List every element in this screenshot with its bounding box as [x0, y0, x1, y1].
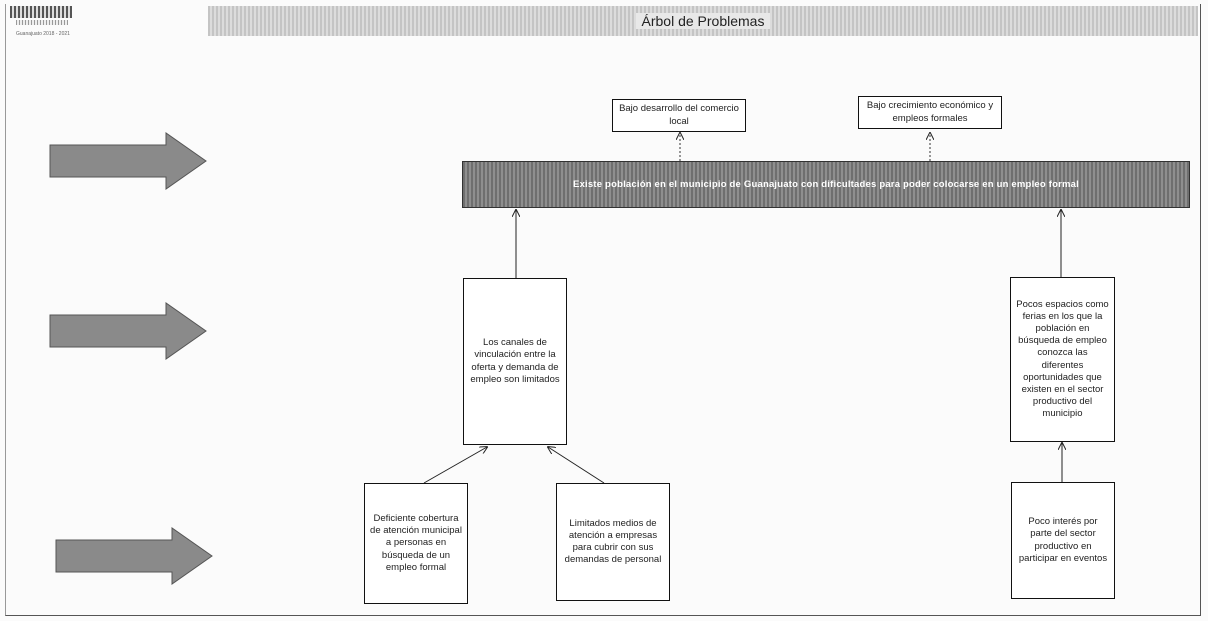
central-problem-text: Existe población en el municipio de Guan…: [573, 179, 1079, 190]
effect-text-2: Bajo crecimiento económico y empleos for…: [866, 100, 994, 124]
logo-mark: [10, 6, 72, 18]
title-bar: Árbol de Problemas: [208, 6, 1198, 36]
connector-root-1-cause-1: [423, 447, 487, 484]
central-problem-bar: Existe población en el municipio de Guan…: [462, 161, 1190, 208]
root-cause-text-1: Deficiente cobertura de atención municip…: [370, 513, 462, 573]
root-cause-text-3: Poco interés por parte del sector produc…: [1018, 516, 1108, 564]
level-arrow-root-causes-icon: [55, 527, 213, 585]
page-frame: [5, 4, 1201, 616]
root-cause-box-2: Limitados medios de atención a empresas …: [556, 483, 670, 601]
logo-caption: Guanajuato 2018 - 2021: [16, 31, 70, 37]
cause-text-2: Pocos espacios como ferias en los que la…: [1016, 298, 1109, 420]
effect-box-2: Bajo crecimiento económico y empleos for…: [858, 96, 1002, 129]
root-cause-box-1: Deficiente cobertura de atención municip…: [364, 483, 468, 604]
level-arrow-effects-icon: [49, 132, 207, 190]
page-title: Árbol de Problemas: [635, 13, 771, 29]
logo-subtext: [16, 20, 68, 25]
effect-text-1: Bajo desarrollo del comercio local: [619, 103, 739, 127]
logo: Guanajuato 2018 - 2021: [10, 6, 72, 40]
effect-box-1: Bajo desarrollo del comercio local: [612, 99, 746, 132]
level-arrow-causes-icon: [49, 302, 207, 360]
cause-box-1: Los canales de vinculación entre la ofer…: [463, 278, 567, 445]
root-cause-box-3: Poco interés por parte del sector produc…: [1011, 482, 1115, 599]
root-cause-text-2: Limitados medios de atención a empresas …: [564, 517, 662, 566]
connector-root-2-cause-1: [548, 447, 605, 484]
cause-box-2: Pocos espacios como ferias en los que la…: [1010, 277, 1115, 442]
cause-text-1: Los canales de vinculación entre la ofer…: [470, 337, 560, 385]
